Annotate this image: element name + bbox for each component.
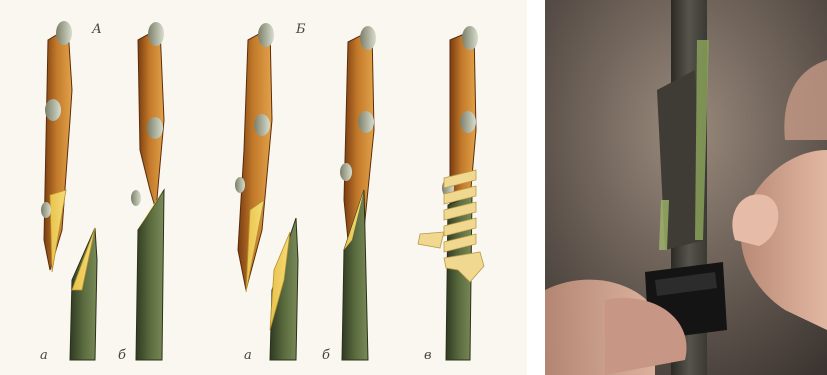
bud-icon — [340, 163, 352, 181]
bud-icon — [254, 114, 270, 136]
figure-label: в — [424, 348, 432, 363]
figure-label: а — [244, 348, 252, 363]
figure-a1 — [41, 21, 97, 360]
figure-label: а — [40, 348, 48, 363]
figure-c — [418, 26, 484, 360]
bud-icon — [131, 190, 141, 206]
bud-icon — [148, 22, 164, 46]
figure-label: б — [118, 348, 126, 363]
bud-icon — [45, 99, 61, 121]
grafted-stem-with-tape-icon — [545, 0, 827, 375]
figure-label: б — [322, 348, 330, 363]
figure-b1 — [131, 22, 164, 360]
group-label-b: Б — [296, 22, 306, 37]
bud-icon — [56, 21, 72, 45]
group-label-a: А — [92, 22, 102, 37]
grafting-photo — [545, 0, 827, 375]
bud-icon — [41, 202, 51, 218]
figure-a2 — [235, 23, 298, 360]
figure-b2 — [340, 26, 376, 360]
bud-icon — [147, 117, 163, 139]
grafting-illustration: А Б а б а б в — [0, 0, 527, 375]
bud-icon — [235, 177, 245, 193]
bud-icon — [460, 111, 476, 133]
bud-icon — [360, 26, 376, 50]
bud-icon — [258, 23, 274, 47]
bud-icon — [462, 26, 478, 50]
grafting-diagram — [0, 0, 527, 375]
bud-icon — [358, 111, 374, 133]
